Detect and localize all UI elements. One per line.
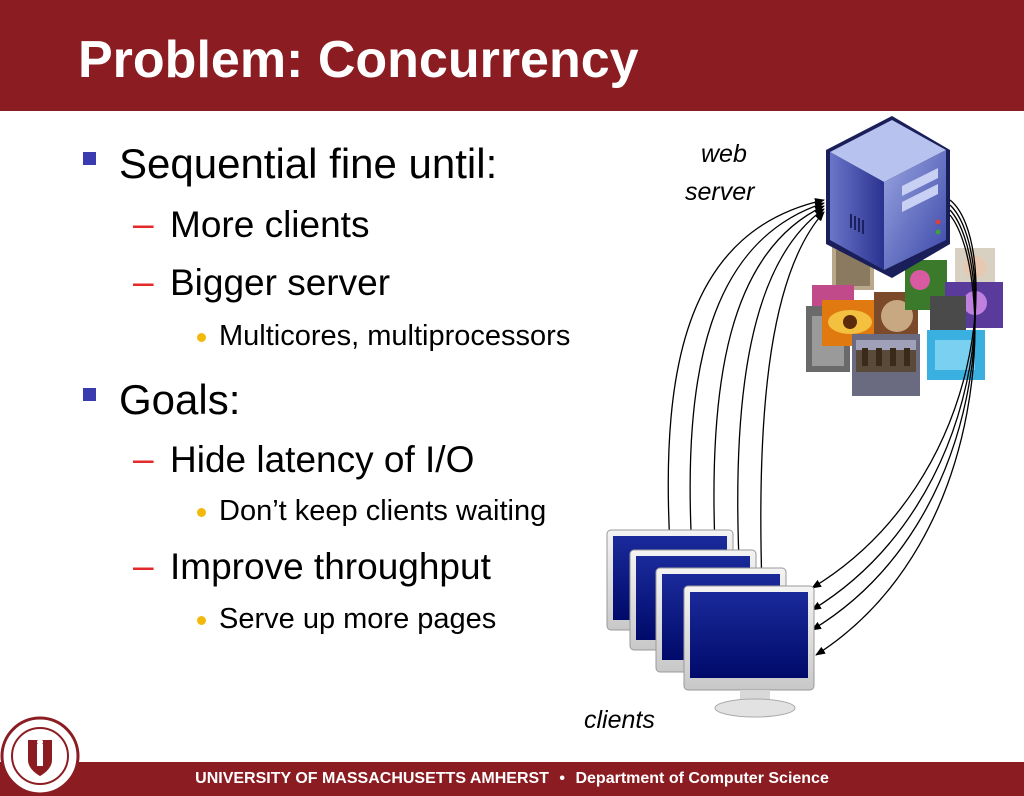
bullet-square-icon (83, 388, 96, 401)
clients-label: clients (584, 706, 655, 734)
bullet-bigger-server: Bigger server (170, 262, 391, 303)
dash-icon: – (133, 203, 154, 244)
bullet-goals: Goals: (119, 376, 241, 423)
bullet-serve-pages: Serve up more pages (219, 603, 497, 635)
footer-separator: • (559, 770, 566, 787)
bullet-dot-icon (197, 508, 206, 517)
footer-department: Department of Computer Science (575, 770, 829, 787)
dash-icon: – (133, 545, 154, 586)
slide-title: Problem: Concurrency (78, 31, 639, 89)
bullet-sequential: Sequential fine until: (119, 140, 498, 187)
request-arrows (667, 198, 825, 589)
bullet-hide-latency: Hide latency of I/O (170, 439, 475, 480)
footer-text: UNIVERSITY OF MASSACHUSETTS AMHERST • De… (0, 770, 1024, 788)
response-arrows (811, 199, 977, 656)
photo-collage (806, 246, 1003, 396)
web-label: web (701, 140, 747, 168)
bullet-multicores: Multicores, multiprocessors (219, 320, 571, 352)
bullet-dot-icon (197, 333, 206, 342)
bullet-square-icon (83, 152, 96, 165)
bullet-dont-keep-waiting: Don’t keep clients waiting (219, 495, 547, 527)
server-label: server (685, 178, 755, 206)
dash-icon: – (133, 261, 154, 302)
client-server-diagram (606, 116, 1003, 718)
monitor-icon (683, 585, 815, 718)
university-seal (0, 716, 80, 796)
bullet-more-clients: More clients (170, 204, 370, 245)
footer-bar: UNIVERSITY OF MASSACHUSETTS AMHERST • De… (0, 762, 1024, 796)
server-icon (826, 116, 950, 278)
title-bar: Problem: Concurrency (0, 0, 1024, 111)
footer-university: UNIVERSITY OF MASSACHUSETTS AMHERST (195, 770, 549, 787)
bullet-improve-throughput: Improve throughput (170, 546, 491, 587)
dash-icon: – (133, 438, 154, 479)
bullet-dot-icon (197, 616, 206, 625)
